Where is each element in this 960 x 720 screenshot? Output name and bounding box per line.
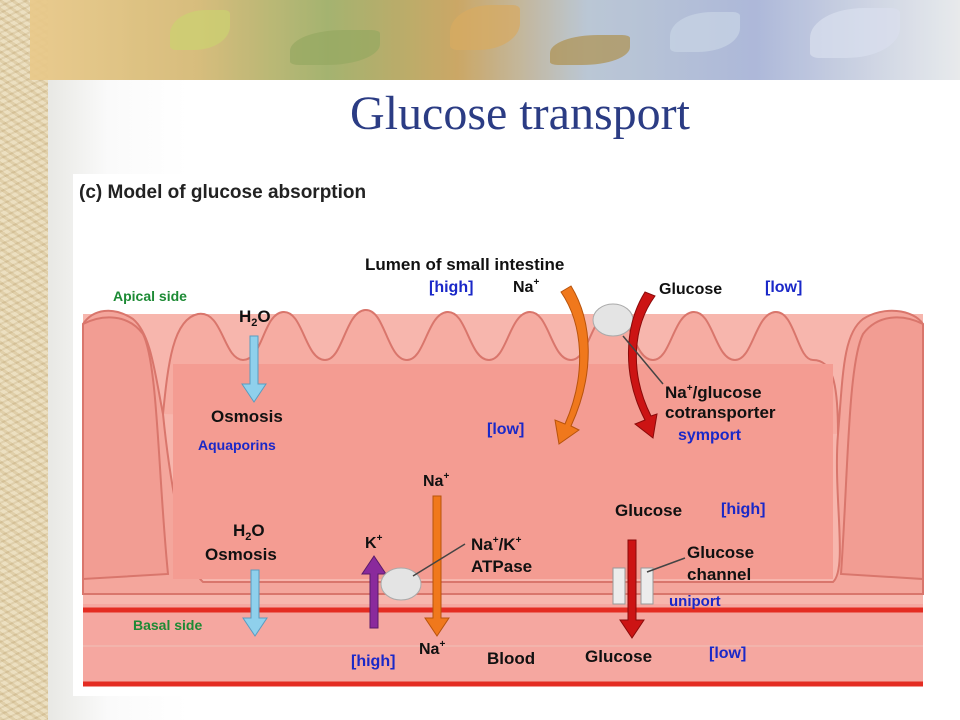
na-arrow-pump xyxy=(424,495,450,637)
pump-pointer-line xyxy=(412,543,466,577)
water-arrow-top xyxy=(241,335,267,403)
symporter-conc-low-left: [low] xyxy=(487,421,524,438)
pump-conc-high: [high] xyxy=(351,653,395,670)
channel-conc-low: [low] xyxy=(709,645,746,662)
pump-name-line1: Na+/K+ xyxy=(471,535,522,554)
water-arrow-bottom xyxy=(242,569,268,637)
pump-na-bottom-label: Na+ xyxy=(419,639,445,658)
lumen-label: Lumen of small intestine xyxy=(365,255,564,274)
aquaporins-label: Aquaporins xyxy=(198,437,276,453)
channel-type: uniport xyxy=(669,593,721,610)
glucose-arrow-symport xyxy=(628,291,658,439)
channel-name-line2: channel xyxy=(687,565,751,584)
symporter-na-label: Na+ xyxy=(513,277,539,296)
pump-name-line2: ATPase xyxy=(471,557,532,576)
basal-side-label: Basal side xyxy=(133,617,202,633)
channel-name-line1: Glucose xyxy=(687,543,754,562)
decorative-banner xyxy=(30,0,960,80)
k-arrow-pump xyxy=(361,555,387,629)
blood-label: Blood xyxy=(487,649,535,668)
channel-pointer-line xyxy=(646,557,686,573)
symporter-conc-low-right: [low] xyxy=(765,279,802,296)
pump-na-top-label: Na+ xyxy=(423,471,449,490)
channel-protein-left xyxy=(612,567,626,605)
neighbor-cell-left xyxy=(82,316,170,581)
symporter-glucose-label: Glucose xyxy=(659,281,722,298)
glucose-absorption-diagram: (c) Model of glucose absorption Lumen of… xyxy=(73,174,925,696)
channel-conc-high: [high] xyxy=(721,501,765,518)
osmosis-bottom-label: Osmosis xyxy=(205,545,277,564)
osmosis-top-label: Osmosis xyxy=(211,407,283,426)
cell-cytoplasm xyxy=(173,364,833,579)
glucose-arrow-channel xyxy=(619,539,645,639)
symporter-conc-high: [high] xyxy=(429,279,473,296)
symporter-name-line1: Na+/glucose xyxy=(665,383,762,402)
pump-protein xyxy=(380,567,422,601)
blood-region xyxy=(83,604,923,684)
symporter-name-line2: cotransporter xyxy=(665,403,776,422)
water-top-label: H2O xyxy=(239,307,271,329)
symporter-type: symport xyxy=(678,427,742,444)
symporter-pointer-line xyxy=(622,335,664,385)
symporter-protein xyxy=(592,303,634,337)
neighbor-cell-right xyxy=(839,316,924,581)
water-bottom-label: H2O xyxy=(233,521,265,543)
channel-glucose-top: Glucose xyxy=(615,501,682,520)
slide-title: Glucose transport xyxy=(350,87,690,140)
channel-glucose-bottom: Glucose xyxy=(585,647,652,666)
channel-protein-right xyxy=(640,567,654,605)
na-arrow-symport xyxy=(554,285,589,445)
paper-texture-margin xyxy=(0,0,48,720)
pump-k-label: K+ xyxy=(365,533,383,552)
apical-side-label: Apical side xyxy=(113,288,187,304)
diagram-heading: (c) Model of glucose absorption xyxy=(79,182,366,203)
